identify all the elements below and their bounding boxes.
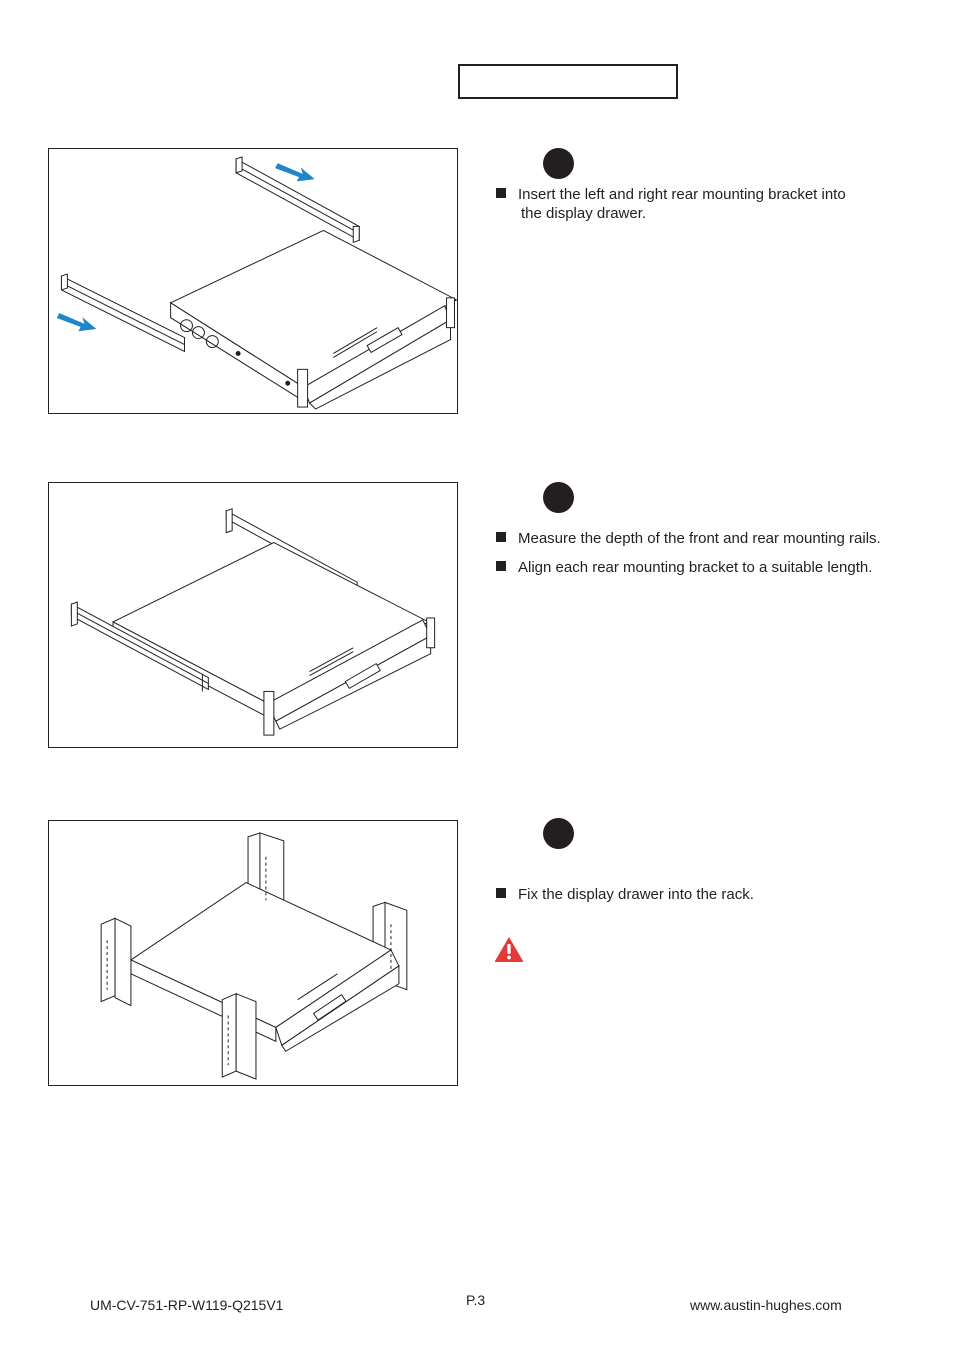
step-2-bullet-1: Measure the depth of the front and rear … [496,529,881,548]
drawer-with-extended-brackets-drawing [70,508,436,736]
step-2-marker [543,482,574,513]
step-3-bullet-1: Fix the display drawer into the rack. [496,885,754,904]
warning-triangle-icon [494,937,524,962]
bullet-square-icon [496,188,506,198]
page-number: P.3 [466,1292,486,1308]
step-1-bullet-1: Insert the left and right rear mounting … [496,185,846,223]
bullet-square-icon [496,532,506,542]
arrow-icon [275,163,315,182]
document-code: UM-CV-751-RP-W119-Q215V1 [90,1297,284,1313]
step-1-marker [543,148,574,179]
bullet-square-icon [496,888,506,898]
step-1-illustration [48,148,458,414]
section-title-box [458,64,678,99]
bullet-square-icon [496,561,506,571]
arrow-icon [56,313,97,332]
website-link[interactable]: www.austin-hughes.com [690,1297,842,1313]
step-2-bullet-2: Align each rear mounting bracket to a su… [496,558,872,577]
step-3-illustration [48,820,458,1086]
drawer-in-rack-drawing [100,832,408,1080]
step-3-marker [543,818,574,849]
drawer-with-brackets-drawing [56,156,457,410]
step-2-illustration [48,482,458,748]
